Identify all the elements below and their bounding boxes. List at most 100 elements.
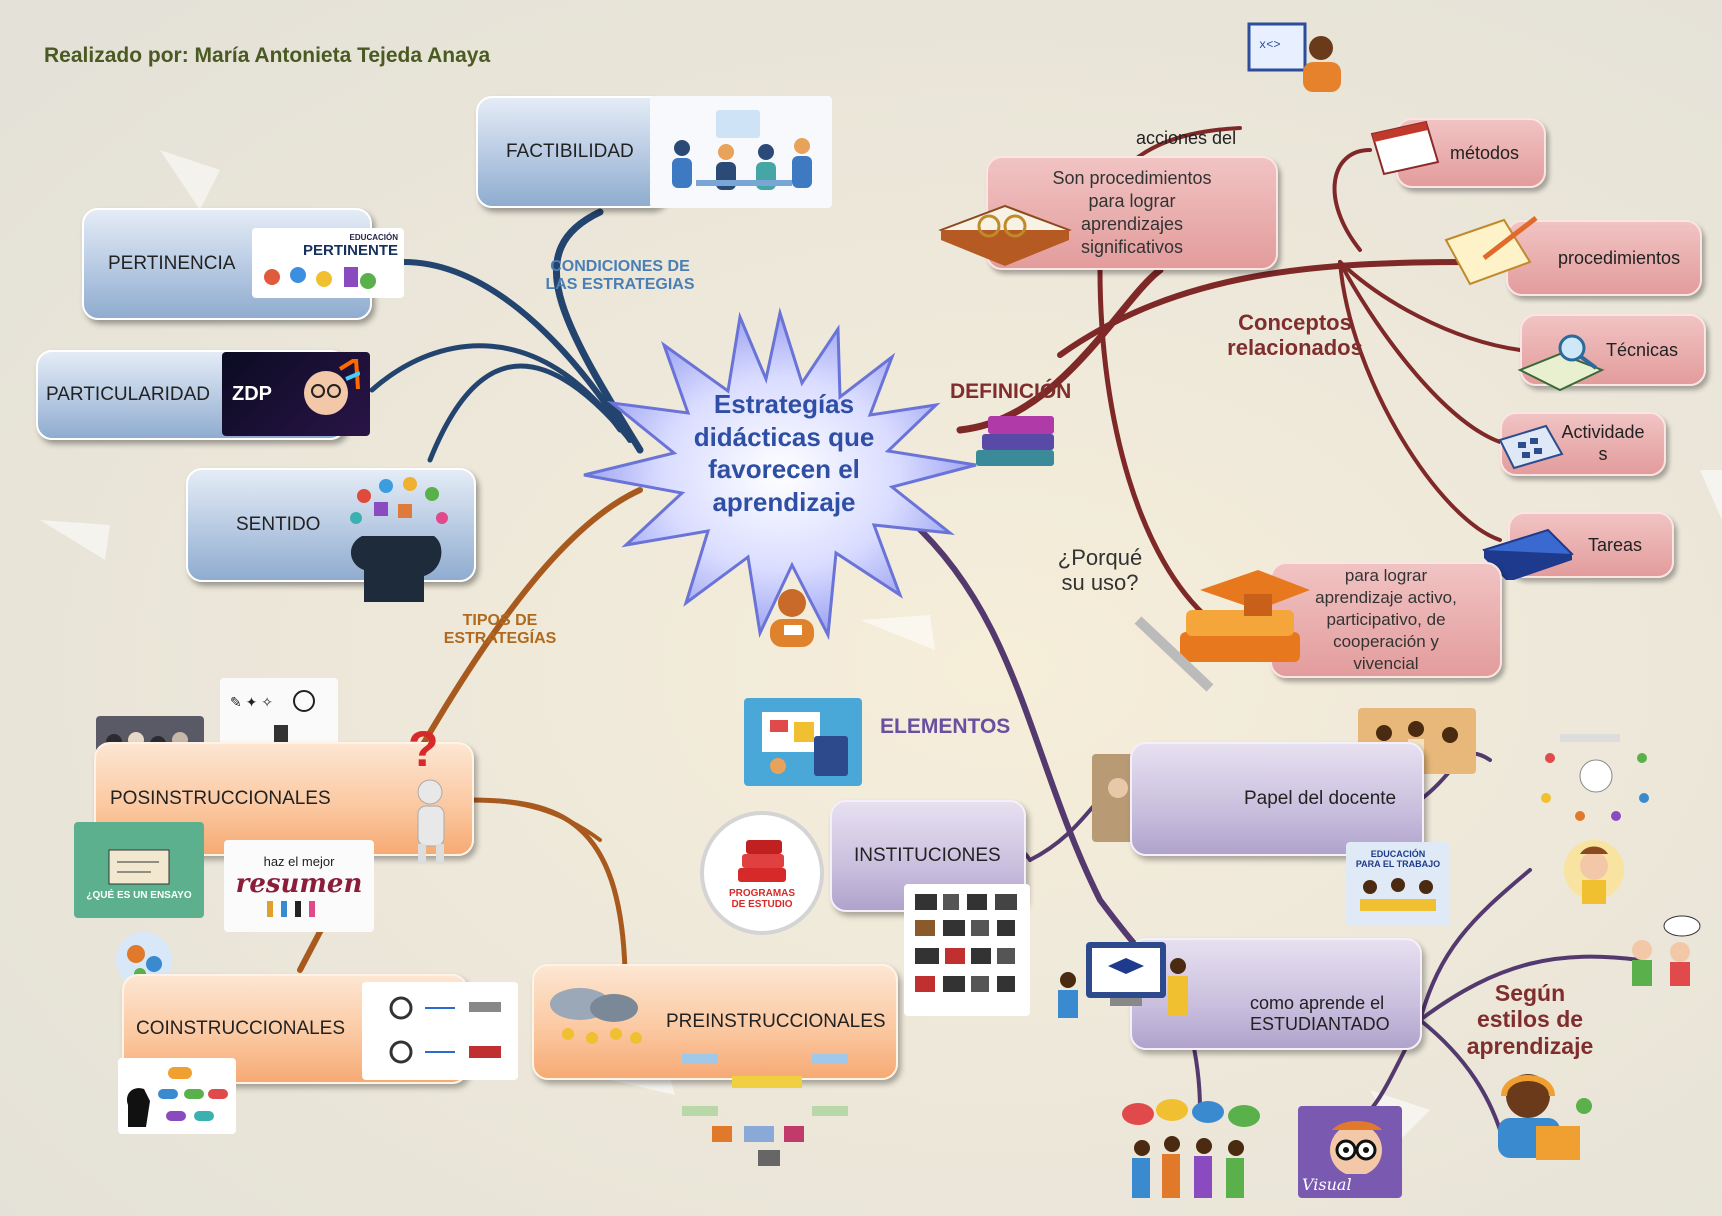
central-topic: Estrategías didácticas que favorecen el … <box>664 388 904 518</box>
node-tecnicas-label: Técnicas <box>1606 339 1679 360</box>
node-pertinencia-label: PERTINENCIA <box>108 253 236 274</box>
meeting-illustration-image <box>650 96 832 208</box>
wire-tareas <box>1338 260 1502 542</box>
branch-porque-line-1: ¿Porqué <box>1057 545 1143 570</box>
branch-estilos-line-3: aprendizaje <box>1466 1032 1594 1059</box>
resumen-image-main-text: resumen <box>235 868 363 899</box>
pertinente-image: EDUCACIÓN PERTINENTE <box>252 228 404 298</box>
markers-icon <box>267 900 315 917</box>
central-topic-line-2: didácticas que <box>693 421 875 452</box>
organizer-chart-icon <box>682 1054 848 1166</box>
wire-particularidad <box>369 343 623 433</box>
teacher-at-board-icon: x<> <box>1247 22 1341 92</box>
node-papel-docente[interactable]: Papel del docente <box>1130 742 1424 856</box>
node-factibilidad-label: FACTIBILIDAD <box>506 141 634 162</box>
node-procedimientos-label: procedimientos <box>1558 247 1681 268</box>
thinking-head-diagram-icon <box>126 1067 228 1127</box>
educacion-trabajo-image: EDUCACIÓN PARA EL TRABAJO <box>1346 842 1450 926</box>
pertinente-image-main-text: PERTINENTE <box>302 242 398 259</box>
steering-arrow-diagram-icon <box>389 996 501 1064</box>
branch-tipos-line-2: ESTRATEGÍAS <box>443 630 557 648</box>
wire-porque <box>1097 267 1213 623</box>
discussion-group-icon <box>1122 1099 1260 1198</box>
ensayo-image-text: ¿QUÉ ES UN ENSAYO <box>86 889 192 901</box>
wire-estudiantado <box>907 517 1143 953</box>
porque-line-2: aprendizaje activo, <box>1315 587 1457 607</box>
ensayo-image: ¿QUÉ ES UN ENSAYO <box>74 822 204 918</box>
computer-graduation-icon <box>1058 942 1188 1018</box>
idea-clouds-icon <box>550 988 642 1044</box>
branch-condiciones-line-2: LAS ESTRATEGIAS <box>545 276 695 294</box>
branch-conceptos-line-1: Conceptos <box>1238 310 1352 335</box>
writing-desk-icon <box>108 849 170 884</box>
wire-estilos-1 <box>1418 868 1532 1022</box>
author-credit: Realizado por: María Antonieta Tejeda An… <box>44 44 491 67</box>
visual-image-text: Visual <box>1302 1175 1352 1194</box>
wire-actividades <box>1338 260 1502 444</box>
visual-learner-image: Visual <box>1298 1106 1402 1198</box>
student-with-headphones-icon <box>1498 1074 1592 1160</box>
node-instituciones-label: INSTITUCIONES <box>854 845 1001 866</box>
svg-text:✎ ✦ ✧: ✎ ✦ ✧ <box>230 694 273 710</box>
definicion-line-2: para lograr <box>1088 190 1176 211</box>
branch-conceptos-line-2: relacionados <box>1227 335 1363 361</box>
programas-text-1: PROGRAMAS <box>728 888 796 899</box>
resumen-image-top-text: haz el mejor <box>263 853 335 869</box>
resumen-image: haz el mejor resumen <box>224 840 374 932</box>
auditory-conversation-icon <box>1632 915 1701 986</box>
doodle-notes-icon: ✎ ✦ ✧ <box>230 690 315 747</box>
zdp-image: ZDP <box>222 352 370 436</box>
node-porque-text[interactable]: para lograr aprendizaje activo, particip… <box>1270 562 1502 678</box>
wire-posinstruccionales <box>468 798 602 842</box>
node-sentido-label: SENTIDO <box>236 514 321 535</box>
svg-text:x<>: x<> <box>1259 38 1281 52</box>
edu-trabajo-text-1: EDUCACIÓN <box>1370 849 1426 859</box>
sketch-notes-image: ✎ ✦ ✧ <box>220 678 338 754</box>
wire-tecnicas <box>1338 260 1522 352</box>
edu-trabajo-text-2: PARA EL TRABAJO <box>1355 859 1441 869</box>
central-starburst-shape <box>583 307 977 641</box>
branch-estilos-line-2: estilos de <box>1476 1006 1584 1033</box>
branch-elementos: ELEMENTOS <box>880 715 1011 738</box>
head-with-ideas-icon <box>350 477 448 602</box>
acciones-del-label: acciones del <box>1136 128 1237 148</box>
concept-map-thinking-image <box>118 1058 236 1134</box>
wire-conceptos <box>1057 259 1473 358</box>
school-objects-image <box>904 884 1030 1016</box>
porque-line-5: vivencial <box>1353 654 1419 674</box>
calendar-planner-icon <box>1370 120 1440 176</box>
online-learning-image <box>744 698 862 786</box>
central-topic-line-4: aprendizaje <box>712 486 856 517</box>
central-topic-line-3: favorecen el <box>708 454 860 484</box>
central-topic-line-1: Estrategías <box>713 389 855 419</box>
graduation-cap-diploma-icon <box>1134 570 1310 692</box>
node-tareas-label: Tareas <box>1588 534 1643 555</box>
node-posinstruccionales-label: POSINSTRUCCIONALES <box>110 788 331 809</box>
open-book-with-glasses-icon <box>938 204 1072 266</box>
branch-tipos: TIPOS DE ESTRATEGÍAS <box>420 612 580 649</box>
branch-condiciones: CONDICIONES DE LAS ESTRATEGIAS <box>530 258 710 295</box>
kids-reading-icon <box>264 267 376 289</box>
book-with-magnifier-icon <box>1517 334 1605 392</box>
porque-line-1: para lograr <box>1344 565 1428 585</box>
programas-badge: PROGRAMAS DE ESTUDIO <box>700 811 824 935</box>
branch-definicion: DEFINICIÓN <box>950 380 1072 403</box>
team-meeting-icon <box>672 110 812 190</box>
definicion-line-4: significativos <box>1080 237 1184 258</box>
programas-de-estudio-image: PROGRAMAS DE ESTUDIO <box>698 806 826 940</box>
node-factibilidad[interactable]: FACTIBILIDAD <box>476 96 666 208</box>
wire-estilos-3 <box>1418 1018 1502 1132</box>
learning-styles-diagram-icon <box>1541 734 1649 821</box>
node-coinstruccionales-label: COINSTRUCCIONALES <box>136 1018 346 1039</box>
branch-estilos-line-1: Según <box>1494 980 1566 1006</box>
kinesthetic-learner-icon <box>1564 840 1624 904</box>
node-particularidad-label: PARTICULARIDAD <box>46 384 210 405</box>
node-actividades-label-2: s <box>1598 444 1608 464</box>
node-papel-docente-label: Papel del docente <box>1244 788 1397 809</box>
wire-pertinencia <box>397 258 633 443</box>
porque-line-3: participativo, de <box>1326 609 1446 629</box>
students-at-books-icon <box>1360 878 1436 911</box>
red-books-icon <box>738 840 786 882</box>
node-metodos-label: métodos <box>1450 142 1520 163</box>
